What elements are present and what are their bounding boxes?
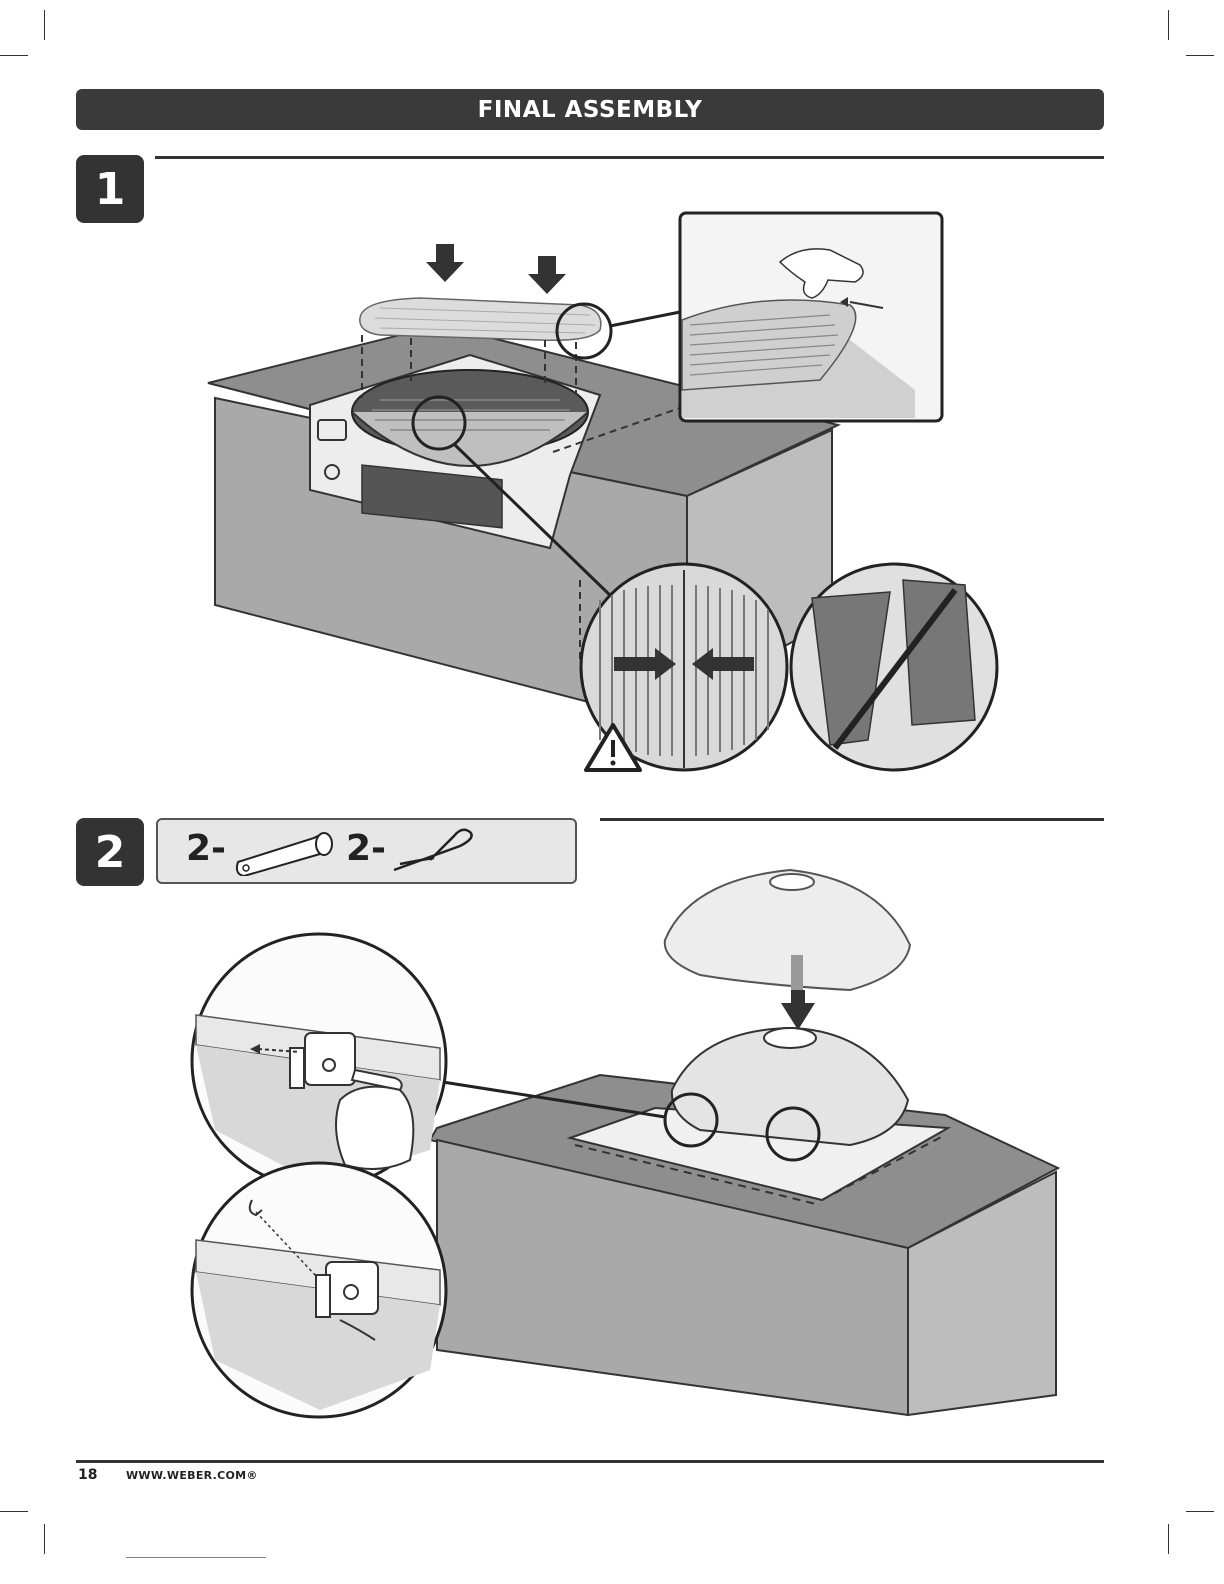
hand-icon — [336, 1087, 413, 1169]
footer-rule — [76, 1460, 1104, 1463]
crop-mark — [44, 1524, 45, 1554]
website-link: WWW.WEBER.COM® — [126, 1469, 258, 1482]
page-number: 18 — [78, 1467, 97, 1483]
down-arrow-icon — [781, 990, 815, 1030]
crop-mark — [0, 1511, 28, 1512]
blue-underline — [126, 1557, 266, 1558]
step-2-illustration — [0, 0, 1224, 1450]
crop-mark — [1168, 1524, 1169, 1554]
crop-mark — [1186, 1511, 1214, 1512]
